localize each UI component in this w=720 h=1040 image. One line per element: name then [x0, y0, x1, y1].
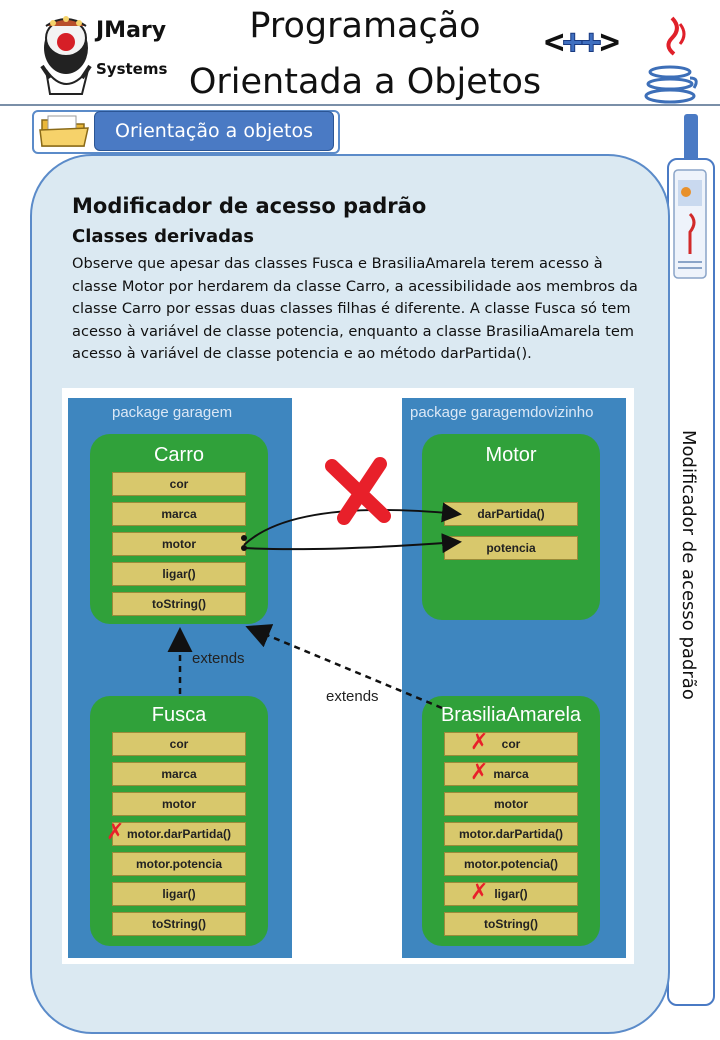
side-label: Modificador de acesso padrão [675, 430, 703, 740]
header-divider [0, 104, 720, 106]
class-motor: Motor darPartida() potencia [422, 434, 600, 620]
brasilia-member: toString() [444, 912, 578, 936]
extends-label-fusca: extends [192, 650, 245, 667]
folder-icon [39, 115, 89, 147]
side-strip-connector [684, 114, 698, 162]
fusca-member: ligar() [112, 882, 246, 906]
package-garagemdovizinho-label: package garagemdovizinho [410, 404, 594, 421]
arrow-motor-to-darpartida [243, 502, 462, 546]
extends-brasilia-carro [245, 624, 443, 710]
content-subheading: Classes derivadas [72, 226, 254, 247]
class-carro-name: Carro [153, 444, 204, 466]
class-motor-name: Motor [485, 444, 537, 466]
big-red-cross [325, 457, 391, 525]
carro-member: ligar() [112, 562, 246, 586]
newspaper-icon [673, 169, 707, 279]
fusca-member: marca [112, 762, 246, 786]
cpp-logo: <++> [544, 22, 620, 63]
cpp-plus: + [562, 22, 584, 63]
fusca-member: motor.potencia [112, 852, 246, 876]
java-coffee-icon [644, 16, 698, 104]
jmary-mascot-logo [40, 16, 92, 95]
denied-cross-icon: ✗ [470, 730, 489, 755]
extends-label-brasilia: extends [326, 688, 379, 705]
denied-cross-icon: ✗ [470, 760, 489, 785]
brasilia-member: motor.potencia() [444, 852, 578, 876]
brasilia-member: ligar() [444, 882, 578, 906]
content-paragraph: Observe que apesar das classes Fusca e B… [72, 255, 638, 362]
page-title-line1: Programação [249, 6, 481, 46]
cpp-left-bracket: < [544, 22, 565, 62]
brand-name: JMary [96, 18, 167, 43]
fusca-member: toString() [112, 912, 246, 936]
package-garagem-label: package garagem [112, 404, 233, 421]
class-fusca: Fusca cor marca motor motor.darPartida()… [90, 696, 268, 946]
arrow-motor-to-potencia [243, 533, 462, 554]
fusca-member: cor [112, 732, 246, 756]
brasilia-member: motor [444, 792, 578, 816]
section-tab-orientacao[interactable]: Orientação a objetos [94, 111, 334, 151]
class-carro: Carro cor marca motor ligar() toString() [90, 434, 268, 624]
class-fusca-name: Fusca [151, 704, 207, 726]
side-strip [667, 158, 715, 1006]
carro-member: marca [112, 502, 246, 526]
brasilia-member: cor [444, 732, 578, 756]
motor-member: potencia [444, 536, 578, 560]
cpp-plus: + [580, 22, 602, 63]
page-title-line2: Orientada a Objetos [188, 62, 542, 102]
brasilia-member: motor.darPartida() [444, 822, 578, 846]
brand-subname: Systems [96, 60, 168, 78]
diagram-arrows [167, 457, 462, 710]
brasilia-member: marca [444, 762, 578, 786]
carro-member: cor [112, 472, 246, 496]
content-heading: Modificador de acesso padrão [72, 194, 427, 218]
side-label-text: Modificador de acesso padrão [678, 430, 699, 700]
class-diagram: package garagem package garagemdovizinho… [62, 388, 634, 964]
class-brasilia-name: BrasiliaAmarela [440, 704, 582, 726]
carro-member: motor [112, 532, 246, 556]
denied-cross-icon: ✗ [470, 880, 489, 905]
carro-member: toString() [112, 592, 246, 616]
motor-member: darPartida() [444, 502, 578, 526]
class-brasilia-amarela: BrasiliaAmarela cor marca motor motor.da… [422, 696, 600, 946]
fusca-member: motor [112, 792, 246, 816]
cpp-right-bracket: > [599, 22, 620, 62]
fusca-member: motor.darPartida() [112, 822, 246, 846]
denied-cross-icon: ✗ [106, 820, 125, 845]
